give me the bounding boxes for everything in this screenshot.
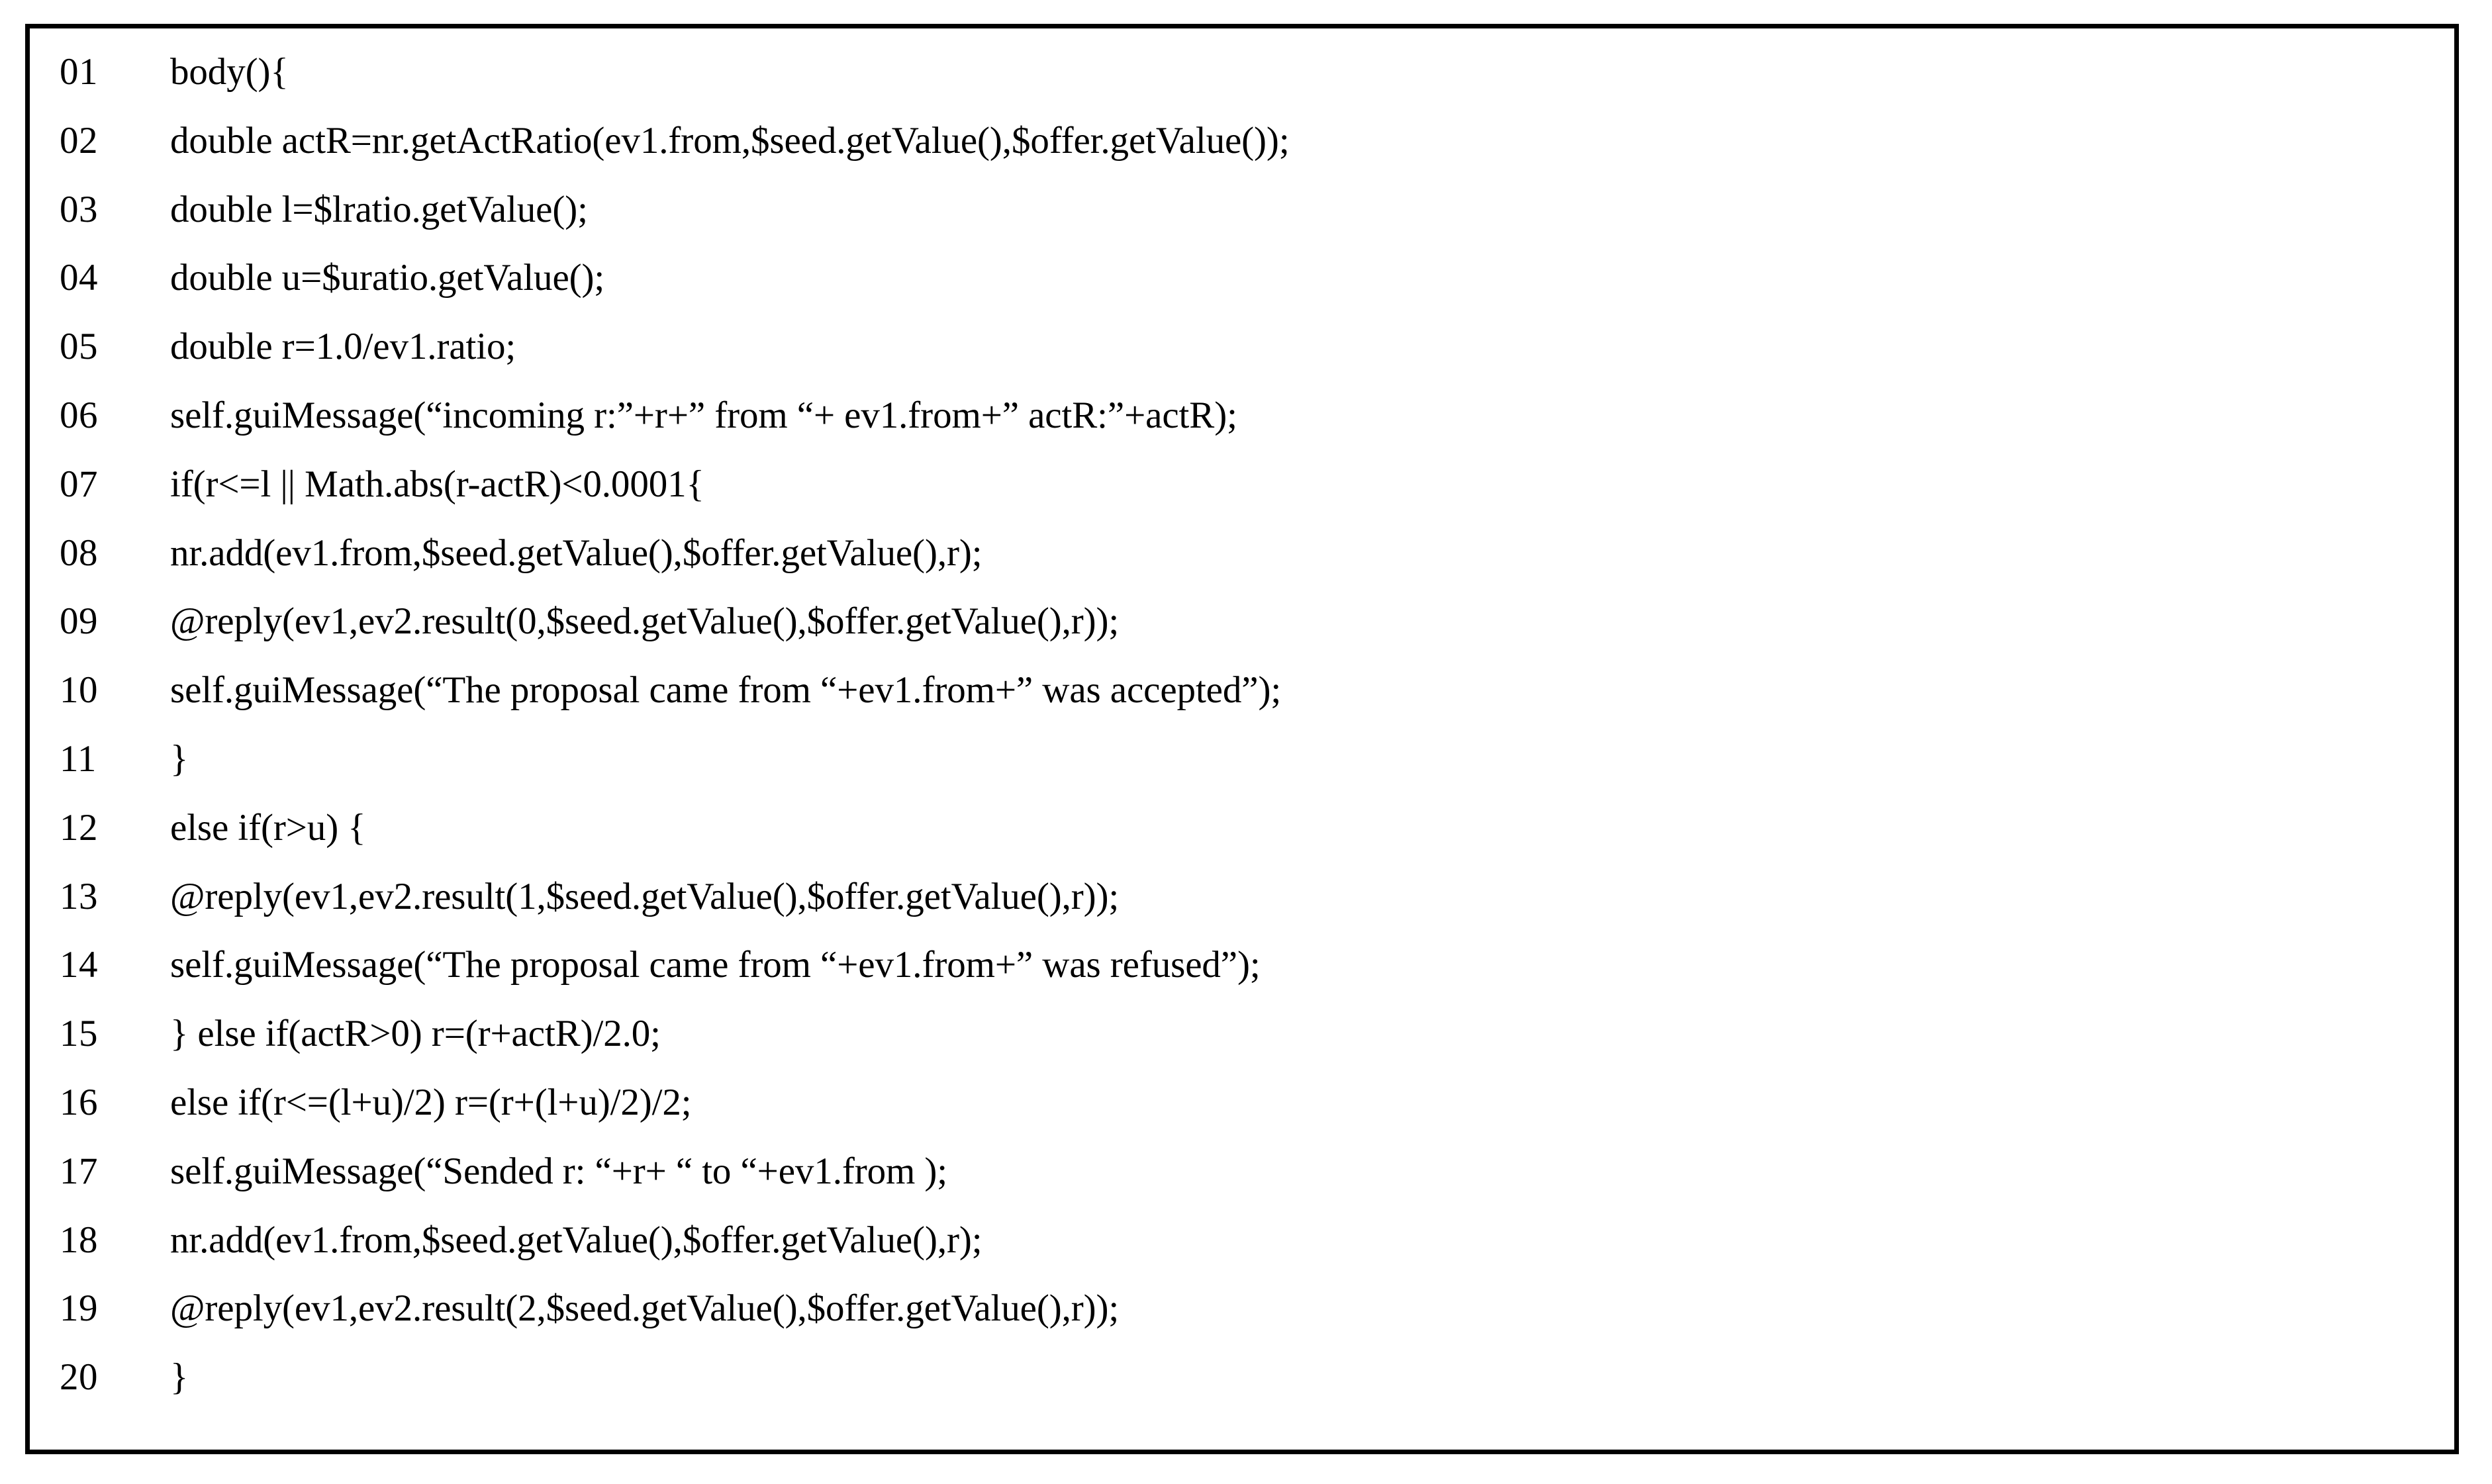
line-code-text: self.guiMessage(“Sended r: “+r+ “ to “+e… bbox=[170, 1150, 948, 1192]
line-code-text: @reply(ev1,ev2.result(1,$seed.getValue()… bbox=[170, 875, 1120, 917]
code-line: 20} bbox=[30, 1343, 2454, 1412]
line-code-text: double l=$lratio.getValue(); bbox=[170, 188, 588, 230]
code-line: 18 nr.add(ev1.from,$seed.getValue(),$offe… bbox=[30, 1206, 2454, 1275]
line-number: 11 bbox=[60, 737, 97, 780]
line-code-text: body(){ bbox=[170, 51, 289, 93]
line-number: 13 bbox=[60, 875, 98, 917]
code-line: 02 double actR=nr.getActRatio(ev1.from,$s… bbox=[30, 107, 2454, 175]
code-line: 05 double r=1.0/ev1.ratio; bbox=[30, 312, 2454, 381]
code-line-list: 01 body(){ 02 double actR=nr.getActRatio(ev… bbox=[30, 28, 2454, 1450]
line-code-text: self.guiMessage(“incoming r:”+r+” from “… bbox=[170, 394, 1237, 436]
code-listing-frame: 01 body(){ 02 double actR=nr.getActRatio(ev… bbox=[25, 24, 2459, 1454]
code-line: 01 body(){ bbox=[30, 38, 2454, 107]
line-code-text: double u=$uratio.getValue(); bbox=[170, 257, 605, 299]
line-number: 12 bbox=[60, 806, 98, 849]
line-code-text: if(r<=l || Math.abs(r-actR)<0.0001{ bbox=[170, 463, 704, 505]
line-code-text: nr.add(ev1.from,$seed.getValue(),$offer.… bbox=[170, 532, 982, 574]
line-number: 08 bbox=[60, 532, 98, 574]
line-number: 14 bbox=[60, 944, 98, 986]
line-number: 05 bbox=[60, 326, 98, 368]
code-line: 14 self.guiMessage(“The proposal came fro… bbox=[30, 931, 2454, 999]
code-line: 19 @reply(ev1,ev2.result(2,$seed.getValue… bbox=[30, 1274, 2454, 1343]
line-code-text: else if(r<=(l+u)/2) r=(r+(l+u)/2)/2; bbox=[170, 1081, 692, 1123]
line-number: 09 bbox=[60, 600, 98, 643]
code-line: 09 @reply(ev1,ev2.result(0,$seed.getValue… bbox=[30, 587, 2454, 656]
line-number: 10 bbox=[60, 669, 98, 712]
line-code-text: else if(r>u) { bbox=[170, 806, 366, 849]
line-code-text: } bbox=[170, 1356, 189, 1399]
line-code-text: } bbox=[170, 737, 189, 780]
code-line: 11} bbox=[30, 725, 2454, 794]
code-line: 13 @reply(ev1,ev2.result(1,$seed.getValue… bbox=[30, 862, 2454, 931]
line-code-text: double actR=nr.getActRatio(ev1.from,$see… bbox=[170, 119, 1290, 162]
line-number: 19 bbox=[60, 1287, 98, 1330]
line-number: 15 bbox=[60, 1013, 98, 1055]
line-number: 03 bbox=[60, 188, 98, 230]
code-line: 12 else if(r>u) { bbox=[30, 794, 2454, 862]
line-code-text: nr.add(ev1.from,$seed.getValue(),$offer.… bbox=[170, 1219, 982, 1261]
line-number: 17 bbox=[60, 1150, 98, 1192]
line-number: 20 bbox=[60, 1356, 98, 1399]
line-number: 02 bbox=[60, 119, 98, 162]
code-line: 07 if(r<=l || Math.abs(r-actR)<0.0001{ bbox=[30, 450, 2454, 519]
line-number: 16 bbox=[60, 1081, 98, 1123]
code-line: 15 } else if(actR>0) r=(r+actR)/2.0; bbox=[30, 999, 2454, 1068]
line-number: 04 bbox=[60, 257, 98, 299]
code-line: 10 self.guiMessage(“The proposal came fro… bbox=[30, 656, 2454, 725]
line-number: 18 bbox=[60, 1219, 98, 1261]
line-number: 07 bbox=[60, 463, 98, 505]
line-code-text: double r=1.0/ev1.ratio; bbox=[170, 326, 516, 368]
code-line: 17 self.guiMessage(“Sended r: “+r+ “ to “… bbox=[30, 1137, 2454, 1206]
line-number: 01 bbox=[60, 51, 98, 93]
code-line: 08 nr.add(ev1.from,$seed.getValue(),$offe… bbox=[30, 519, 2454, 588]
line-code-text: self.guiMessage(“The proposal came from … bbox=[170, 944, 1261, 986]
line-code-text: } else if(actR>0) r=(r+actR)/2.0; bbox=[170, 1013, 661, 1055]
code-line: 06 self.guiMessage(“incoming r:”+r+” from… bbox=[30, 381, 2454, 450]
code-line: 03 double l=$lratio.getValue(); bbox=[30, 175, 2454, 244]
line-code-text: self.guiMessage(“The proposal came from … bbox=[170, 669, 1282, 712]
line-number: 06 bbox=[60, 394, 98, 436]
line-code-text: @reply(ev1,ev2.result(0,$seed.getValue()… bbox=[170, 600, 1120, 643]
code-line: 16 else if(r<=(l+u)/2) r=(r+(l+u)/2)/2; bbox=[30, 1068, 2454, 1137]
code-line: 04 double u=$uratio.getValue(); bbox=[30, 244, 2454, 312]
line-code-text: @reply(ev1,ev2.result(2,$seed.getValue()… bbox=[170, 1287, 1120, 1330]
